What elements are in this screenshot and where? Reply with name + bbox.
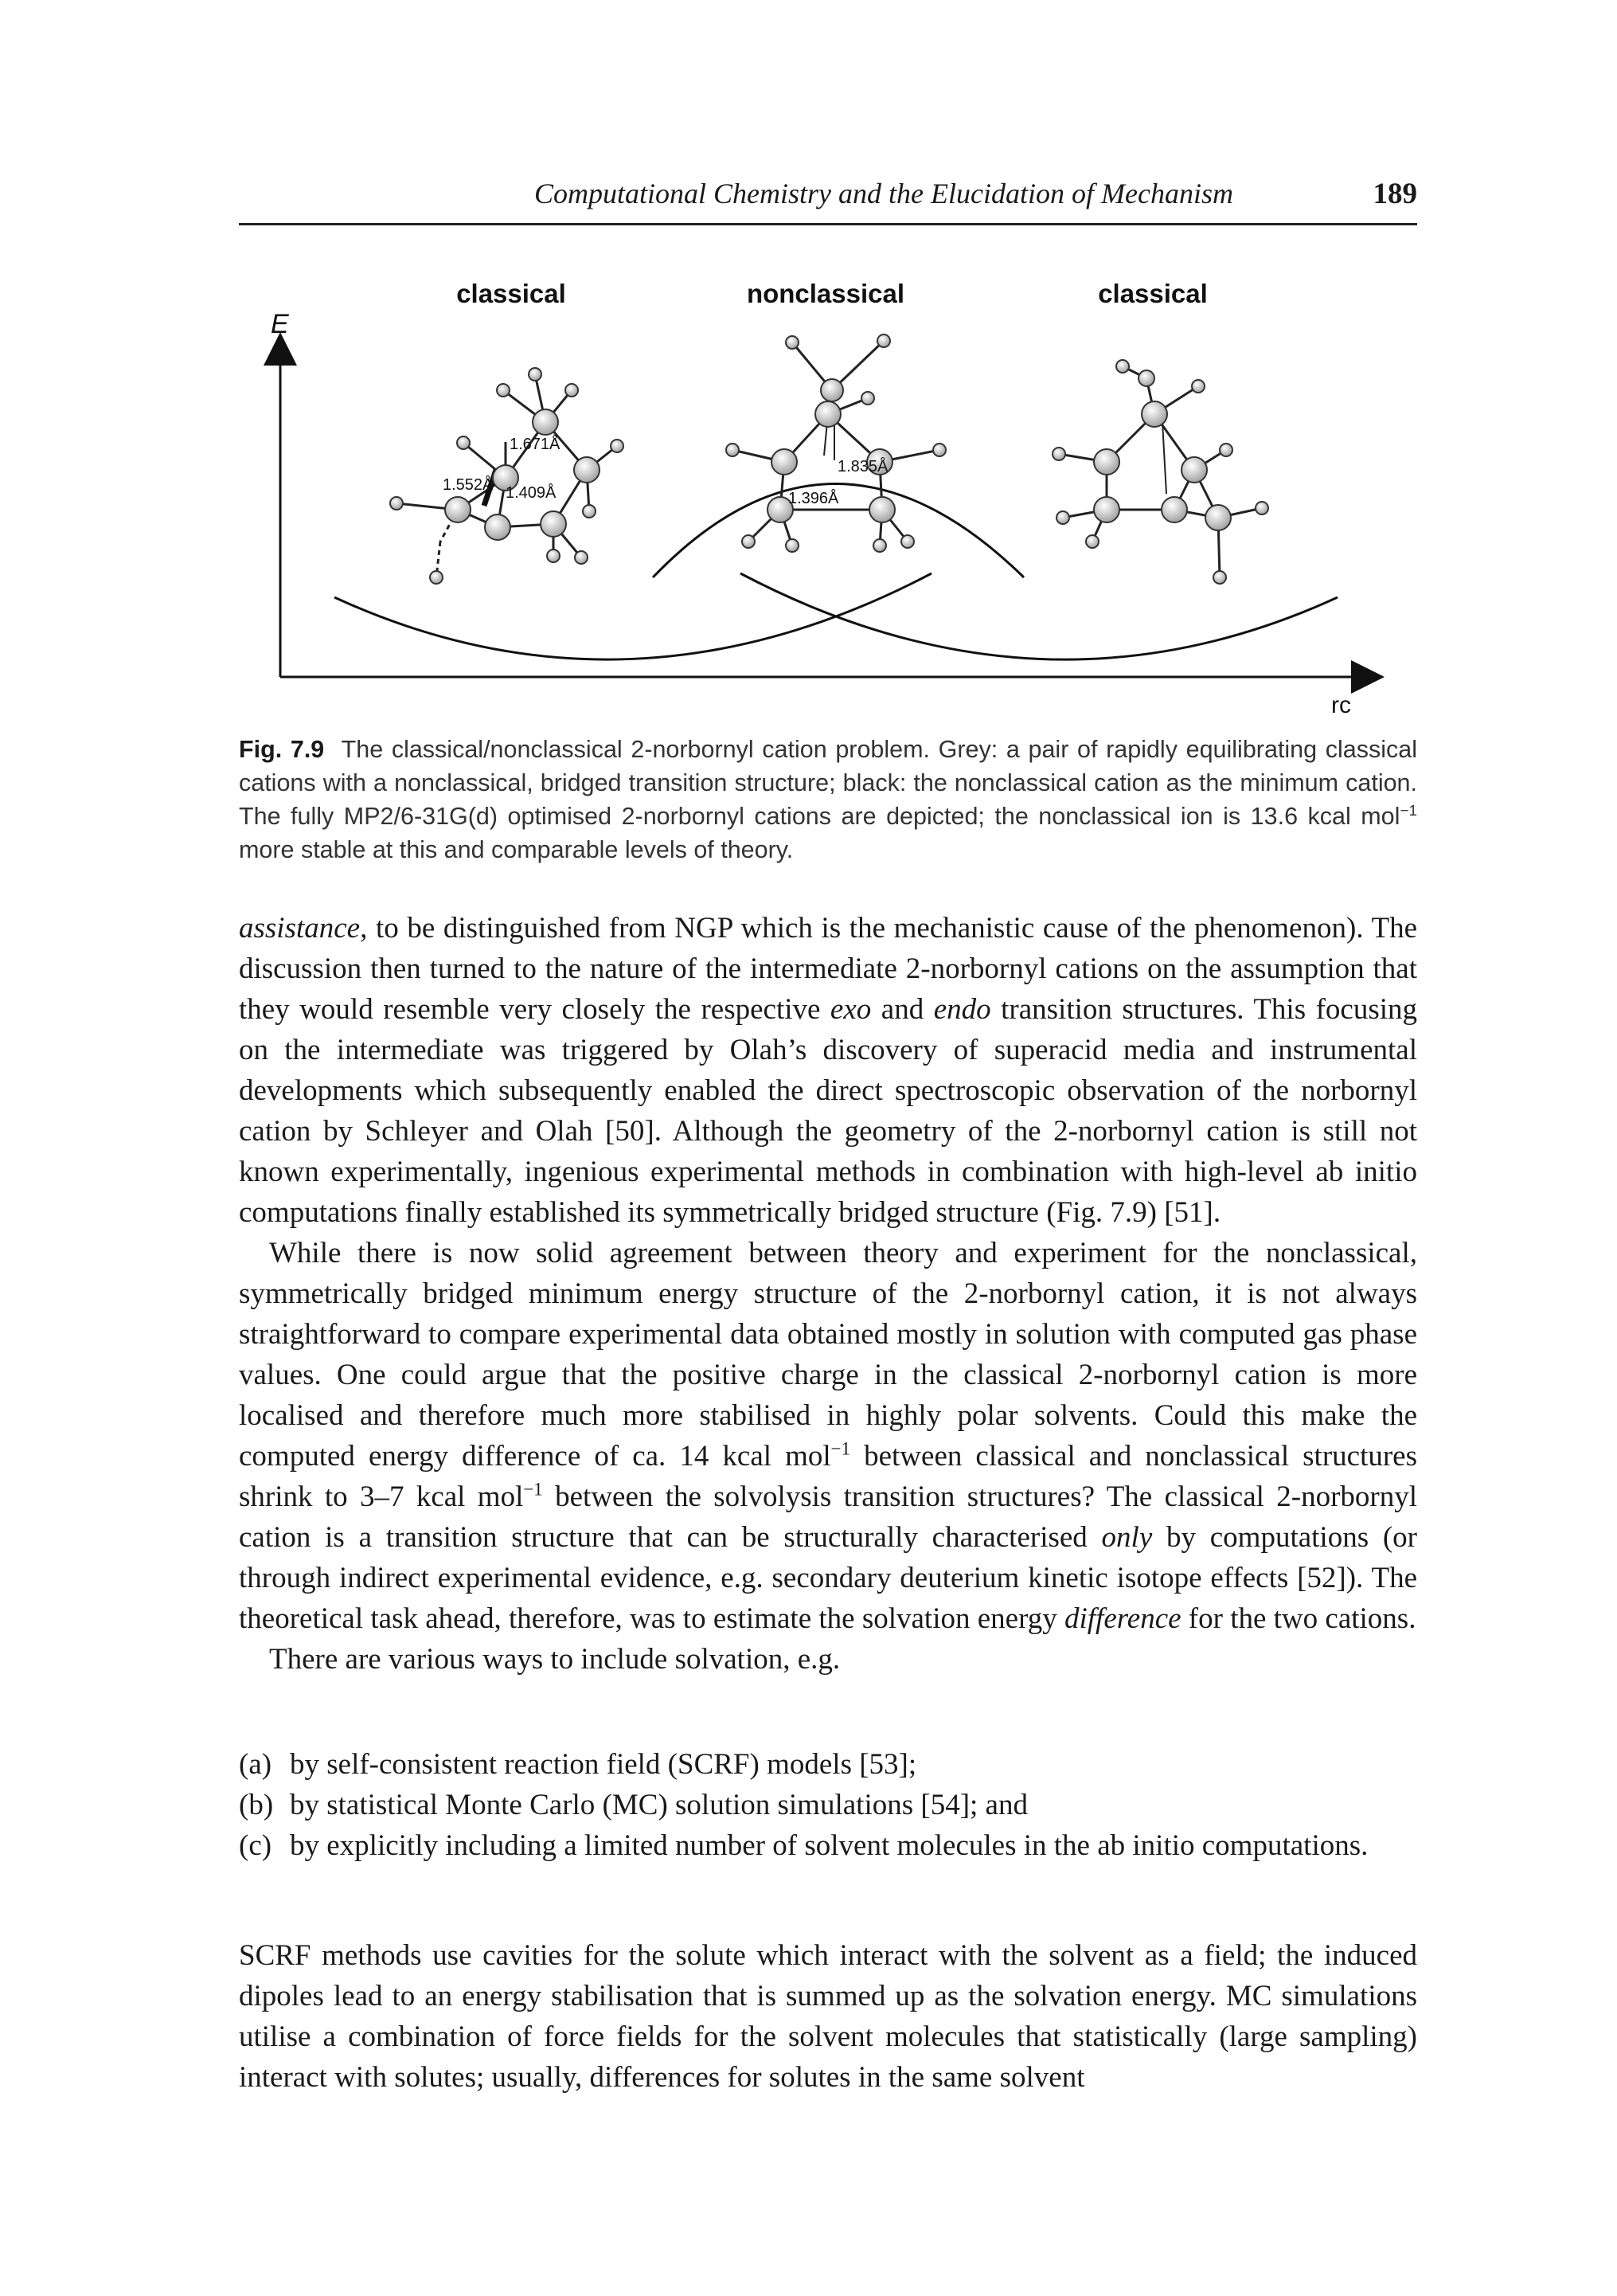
header-rule — [239, 223, 1417, 225]
list-text: by statistical Monte Carlo (MC) solution… — [290, 1789, 1028, 1821]
solvation-methods-list: (a) by self-consistent reaction field (SC… — [239, 1744, 1417, 1866]
figure-label: Fig. 7.9 — [239, 736, 325, 763]
emphasis-endo: endo — [933, 993, 991, 1026]
paragraph-4-block: SCRF methods use cavities for the solute… — [239, 1935, 1417, 2098]
list-item: (b) by statistical Monte Carlo (MC) solut… — [239, 1785, 1417, 1825]
list-marker: (c) — [239, 1829, 272, 1862]
bond-label-1-396: 1.396Å — [788, 489, 839, 507]
bond-label-1-671: 1.671Å — [510, 435, 560, 453]
list-item: (a) by self-consistent reaction field (SC… — [239, 1744, 1417, 1785]
emphasis-exo: exo — [830, 993, 872, 1026]
emphasis-assistance: assistance, — [239, 912, 368, 945]
curve-classical-well-right — [740, 572, 1338, 661]
y-axis-label: E — [271, 309, 289, 339]
paragraph-1: assistance, to be distinguished from NGP… — [239, 908, 1417, 1233]
paragraph-4: SCRF methods use cavities for the solute… — [239, 1939, 1417, 2094]
running-head: Computational Chemistry and the Elucidat… — [239, 177, 1417, 218]
body-paragraphs: assistance, to be distinguished from NGP… — [239, 908, 1417, 1680]
list-marker: (a) — [239, 1748, 272, 1781]
list-item: (c) by explicitly including a limited num… — [239, 1825, 1417, 1866]
paragraph-2-text-b: between classical and nonclassical struc… — [239, 1440, 1417, 1513]
paragraph-1-text-b: and — [871, 993, 934, 1026]
caption-text: The classical/nonclassical 2-norbornyl c… — [239, 736, 1417, 830]
structure-label-classical-left: classical — [456, 279, 566, 308]
bond-label-1-552: 1.552Å — [443, 475, 494, 494]
bond-label-1-409: 1.409Å — [506, 483, 557, 502]
paragraph-2: While there is now solid agreement betwe… — [239, 1233, 1417, 1639]
x-axis-label: rc — [1331, 692, 1351, 717]
caption-text-end: more stable at this and comparable level… — [239, 836, 794, 863]
page-number: 189 — [1373, 178, 1418, 210]
paragraph-2-text-e: for the two cations. — [1181, 1602, 1416, 1635]
paragraph-1-text-a: to be distinguished from NGP which is th… — [239, 912, 1417, 1026]
paragraph-2-text-a: While there is now solid agreement betwe… — [239, 1237, 1417, 1473]
paragraph-2-text-c: between the solvolysis transition struct… — [239, 1480, 1417, 1554]
bond-label-1-835: 1.835Å — [838, 457, 889, 475]
molecule-nonclassical — [732, 339, 940, 546]
structure-label-nonclassical: nonclassical — [747, 279, 904, 308]
paragraph-1-text-c: transition structures. This focusing on … — [239, 993, 1418, 1229]
energy-diagram: E rc classical nonclassical classical — [264, 279, 1385, 717]
running-title: Computational Chemistry and the Elucidat… — [534, 178, 1233, 209]
structure-label-classical-right: classical — [1098, 279, 1208, 308]
paragraph-3: There are various ways to include solvat… — [269, 1643, 841, 1676]
curve-nonclassical-barrier — [651, 483, 1025, 579]
list-marker: (b) — [239, 1789, 274, 1821]
list-text: by explicitly including a limited number… — [290, 1829, 1369, 1862]
emphasis-only: only — [1101, 1521, 1153, 1554]
caption-superscript: −1 — [1400, 802, 1417, 819]
curve-classical-well-left — [334, 572, 932, 661]
figure-7-9: E rc classical nonclassical classical — [239, 271, 1417, 717]
list-text: by self-consistent reaction field (SCRF)… — [290, 1748, 917, 1781]
superscript-2: −1 — [523, 1479, 543, 1500]
paragraph-2-text-d: by computations (or through indirect exp… — [239, 1521, 1417, 1635]
emphasis-difference: difference — [1064, 1602, 1182, 1635]
superscript-1: −1 — [830, 1438, 851, 1459]
figure-caption: Fig. 7.9 The classical/nonclassical 2-no… — [239, 733, 1417, 866]
